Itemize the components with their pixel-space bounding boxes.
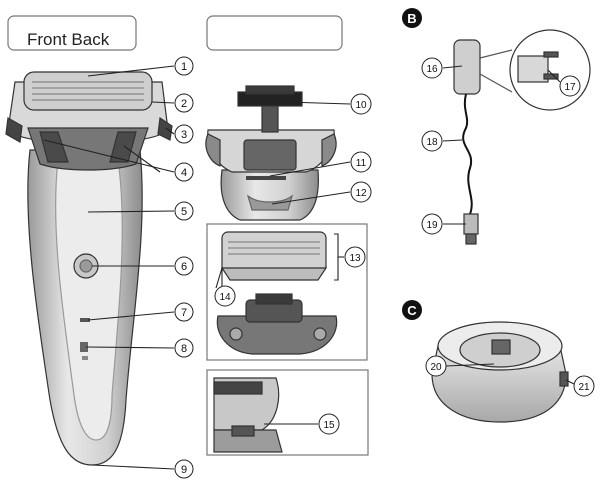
svg-text:19: 19: [426, 220, 438, 231]
shaver-front-view: [6, 72, 172, 465]
empty-label-box: [207, 16, 342, 50]
stand-terminal: [492, 340, 510, 354]
callout-1: 1: [175, 57, 193, 75]
svg-text:16: 16: [426, 64, 438, 75]
callout-8: 8: [175, 339, 193, 357]
callout-7: 7: [175, 303, 193, 321]
outer-foil-frame: [222, 232, 326, 272]
callout-21: 21: [574, 376, 594, 396]
svg-text:18: 18: [426, 137, 438, 148]
callout-9: 9: [175, 460, 193, 478]
callout-18: 18: [422, 131, 442, 151]
section-c-label: C: [407, 303, 417, 318]
callout-20: 20: [426, 356, 446, 376]
callout-19: 19: [422, 214, 442, 234]
callout-3: 3: [175, 125, 193, 143]
svg-text:5: 5: [181, 206, 187, 218]
callout-4: 4: [175, 163, 193, 181]
callout-13: 13: [345, 247, 365, 267]
svg-text:17: 17: [564, 82, 576, 93]
adaptor-body: [454, 40, 480, 94]
callout-16: 16: [422, 58, 442, 78]
shaver-back-view: [206, 86, 336, 220]
trimmer-blade: [214, 382, 262, 394]
svg-text:21: 21: [578, 382, 590, 393]
callout-12: 12: [351, 182, 371, 202]
charging-stand: [432, 322, 568, 422]
svg-text:7: 7: [181, 307, 187, 319]
svg-text:2: 2: [181, 98, 187, 110]
front-back-label-box: Front Back: [8, 16, 136, 50]
svg-text:6: 6: [181, 261, 187, 273]
svg-text:12: 12: [355, 188, 367, 199]
callout-6: 6: [175, 257, 193, 275]
power-cord: [463, 94, 472, 214]
ac-adaptor: [454, 30, 590, 244]
svg-text:4: 4: [181, 167, 187, 179]
svg-text:1: 1: [181, 61, 187, 73]
svg-text:13: 13: [349, 253, 361, 264]
callout-14: 14: [215, 286, 235, 306]
callout-5: 5: [175, 202, 193, 220]
section-b-label: B: [407, 11, 416, 26]
callout-15: 15: [319, 414, 339, 434]
section-b: B: [402, 8, 422, 28]
callout-10: 10: [351, 94, 371, 114]
outer-foil: [24, 72, 152, 110]
stand-socket: [560, 372, 568, 386]
svg-text:11: 11: [356, 158, 367, 169]
cord-plug: [464, 214, 478, 234]
trimmer-handle: [244, 140, 296, 170]
callout-11: 11: [351, 152, 371, 172]
svg-text:10: 10: [355, 100, 367, 111]
trimmer-detail-panel: [207, 370, 368, 455]
front-back-label: Front Back: [27, 30, 110, 49]
svg-text:15: 15: [323, 420, 335, 431]
svg-text:9: 9: [181, 464, 187, 476]
svg-text:3: 3: [181, 129, 187, 141]
svg-text:14: 14: [219, 292, 231, 303]
svg-text:20: 20: [430, 362, 442, 373]
head-release-button-right: [158, 118, 172, 140]
callout-17: 17: [560, 76, 580, 96]
callout-2: 2: [175, 94, 193, 112]
section-c: C: [402, 300, 422, 320]
svg-text:8: 8: [181, 343, 187, 355]
